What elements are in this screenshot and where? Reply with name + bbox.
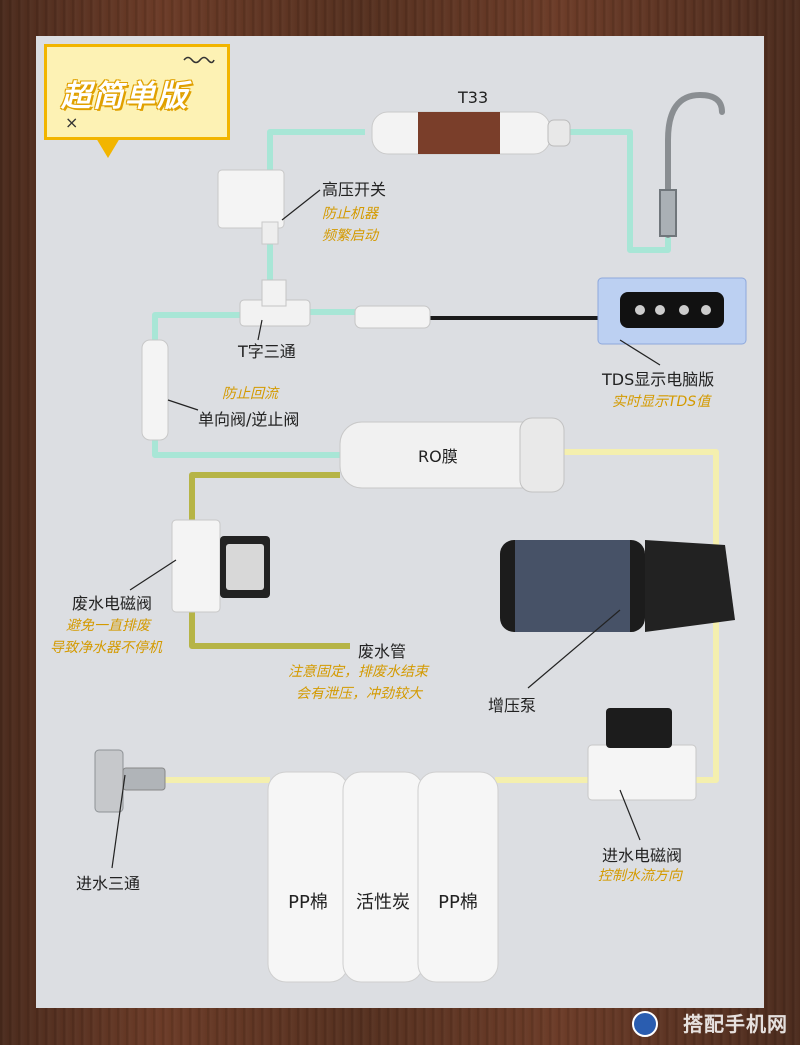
tds-board	[597, 277, 747, 345]
label-tds-board: TDS显示电脑版	[602, 370, 715, 389]
tee-fitting	[239, 279, 311, 327]
note-tds: 实时显示TDS值	[612, 394, 711, 410]
close-icon: ×	[65, 113, 79, 132]
filter-housings	[267, 771, 499, 983]
label-t33: T33	[458, 88, 489, 107]
label-filter-pp-2: PP棉	[438, 892, 478, 913]
wave-icon	[183, 56, 215, 64]
watermark-text: 搭配手机网	[683, 1012, 788, 1036]
label-filter-carbon: 活性炭	[356, 892, 410, 913]
note-high-pressure-2: 频繁启动	[322, 228, 378, 244]
label-waste-pipe: 废水管	[358, 642, 407, 661]
leader-lines	[111, 189, 661, 869]
waste-pipe	[189, 472, 350, 649]
note-high-pressure-1: 防止机器	[322, 206, 378, 222]
title-card: 超简单版 ×	[44, 44, 230, 140]
label-ro-membrane: RO膜	[418, 447, 458, 466]
label-waste-valve: 废水电磁阀	[72, 594, 153, 613]
label-inlet-valve: 进水电磁阀	[602, 846, 683, 865]
label-booster-pump: 增压泵	[488, 696, 537, 715]
label-filter-pp-1: PP棉	[288, 892, 328, 913]
tds-probe	[354, 305, 431, 329]
label-tee: T字三通	[238, 342, 296, 361]
ro-membrane	[339, 417, 565, 493]
label-inlet-tee: 进水三通	[76, 874, 141, 893]
note-check-valve: 防止回流	[222, 386, 278, 402]
waste-solenoid-valve	[171, 519, 270, 613]
inlet-solenoid-valve	[587, 708, 697, 801]
title-card-tail	[96, 138, 120, 158]
high-pressure-switch	[217, 169, 285, 245]
label-high-pressure-switch: 高压开关	[322, 180, 387, 199]
note-waste-pipe-2: 会有泄压，冲劲较大	[296, 686, 422, 702]
watermark-logo-icon	[632, 1011, 658, 1037]
label-check-valve: 单向阀/逆止阀	[198, 410, 300, 429]
note-waste-valve-1: 避免一直排废	[66, 618, 150, 634]
booster-pump	[500, 540, 735, 632]
check-valve	[141, 339, 169, 441]
faucet	[659, 91, 725, 238]
note-inlet-valve: 控制水流方向	[598, 868, 682, 884]
note-waste-valve-2: 导致净水器不停机	[50, 640, 162, 656]
note-waste-pipe-1: 注意固定，排废水结束	[288, 664, 428, 680]
inlet-tee-valve	[94, 749, 166, 813]
title-text: 超简单版	[61, 79, 189, 114]
t33-filter	[371, 111, 571, 155]
